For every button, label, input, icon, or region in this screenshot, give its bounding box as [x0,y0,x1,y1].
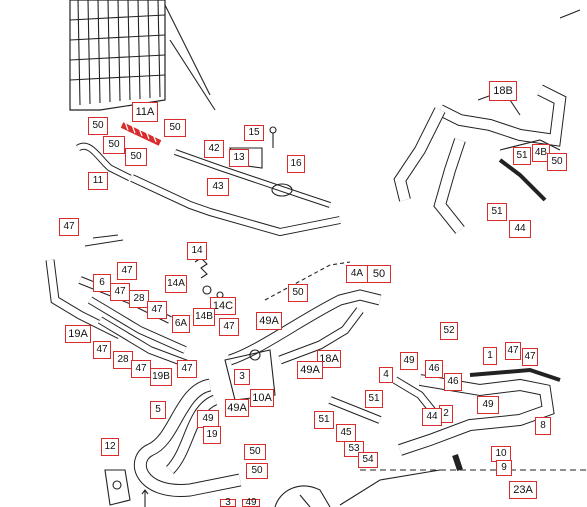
part-callout-3: 3 [220,498,236,507]
part-callout-44: 44 [509,220,531,238]
part-callout-50: 50 [288,284,308,302]
part-callout-15: 15 [244,125,264,141]
part-callout-49: 49 [400,352,418,370]
part-callout-49a: 49A [256,312,282,330]
part-callout-51: 51 [487,203,507,221]
part-callout-50: 50 [244,444,266,460]
part-callout-14c: 14C [210,297,236,315]
part-callout-47: 47 [93,341,111,359]
radiator-drawing [69,0,216,111]
part-callout-4a: 4A [346,265,368,283]
part-callout-13: 13 [229,149,249,167]
part-callout-47: 47 [177,360,197,378]
part-callout-47: 47 [522,348,538,366]
part-callout-14: 14 [187,242,207,260]
part-callout-46: 46 [425,360,443,378]
part-callout-54: 54 [358,452,378,468]
part-callout-11: 11 [88,172,108,190]
part-callout-49a: 49A [297,361,323,379]
part-callout-47: 47 [59,218,79,236]
part-callout-19a: 19A [65,325,91,343]
part-callout-19b: 19B [150,368,172,386]
part-callout-9: 9 [496,460,512,476]
part-callout-23a: 23A [509,481,537,499]
part-callout-50: 50 [88,117,108,135]
part-callout-47: 47 [131,360,151,378]
part-callout-47: 47 [117,262,137,280]
part-callout-50: 50 [164,119,186,137]
part-callout-44: 44 [422,408,442,426]
part-callout-28: 28 [129,290,149,308]
part-callout-8: 8 [535,417,551,435]
part-callout-3: 3 [234,369,250,385]
part-callout-5: 5 [150,401,166,419]
part-callout-51: 51 [314,411,334,429]
part-callout-11a: 11A [132,102,158,122]
part-callout-47: 47 [219,318,239,336]
part-callout-43: 43 [207,178,229,196]
part-callout-18a: 18A [317,350,341,368]
part-callout-14b: 14B [193,308,215,326]
part-callout-49: 49 [477,396,499,414]
part-callout-28: 28 [113,351,133,369]
part-callout-50: 50 [246,463,268,479]
part-callout-16: 16 [287,155,305,173]
part-callout-6a: 6A [172,315,190,333]
part-callout-14a: 14A [165,275,187,293]
part-callout-42: 42 [204,140,224,158]
part-callout-10a: 10A [250,389,274,407]
part-callout-12: 12 [101,438,119,456]
part-callout-47: 47 [147,301,167,319]
part-callout-50: 50 [547,153,567,171]
part-callout-50: 50 [103,136,125,154]
part-callout-4: 4 [379,367,393,383]
part-callout-51: 51 [513,147,531,165]
part-callout-1: 1 [483,347,497,365]
part-callout-18b: 18B [489,81,517,101]
part-callout-45: 45 [336,424,356,442]
part-callout-19: 19 [203,426,221,444]
part-callout-47: 47 [505,342,521,360]
part-callout-50: 50 [125,148,147,166]
part-callout-49: 49 [242,498,260,507]
part-callout-47: 47 [110,283,130,301]
part-callout-46: 46 [444,373,462,391]
part-callout-6: 6 [93,274,111,292]
part-callout-50: 50 [367,265,391,283]
part-callout-51: 51 [365,390,383,408]
part-callout-49a: 49A [225,399,249,417]
part-callout-52: 52 [440,322,458,340]
